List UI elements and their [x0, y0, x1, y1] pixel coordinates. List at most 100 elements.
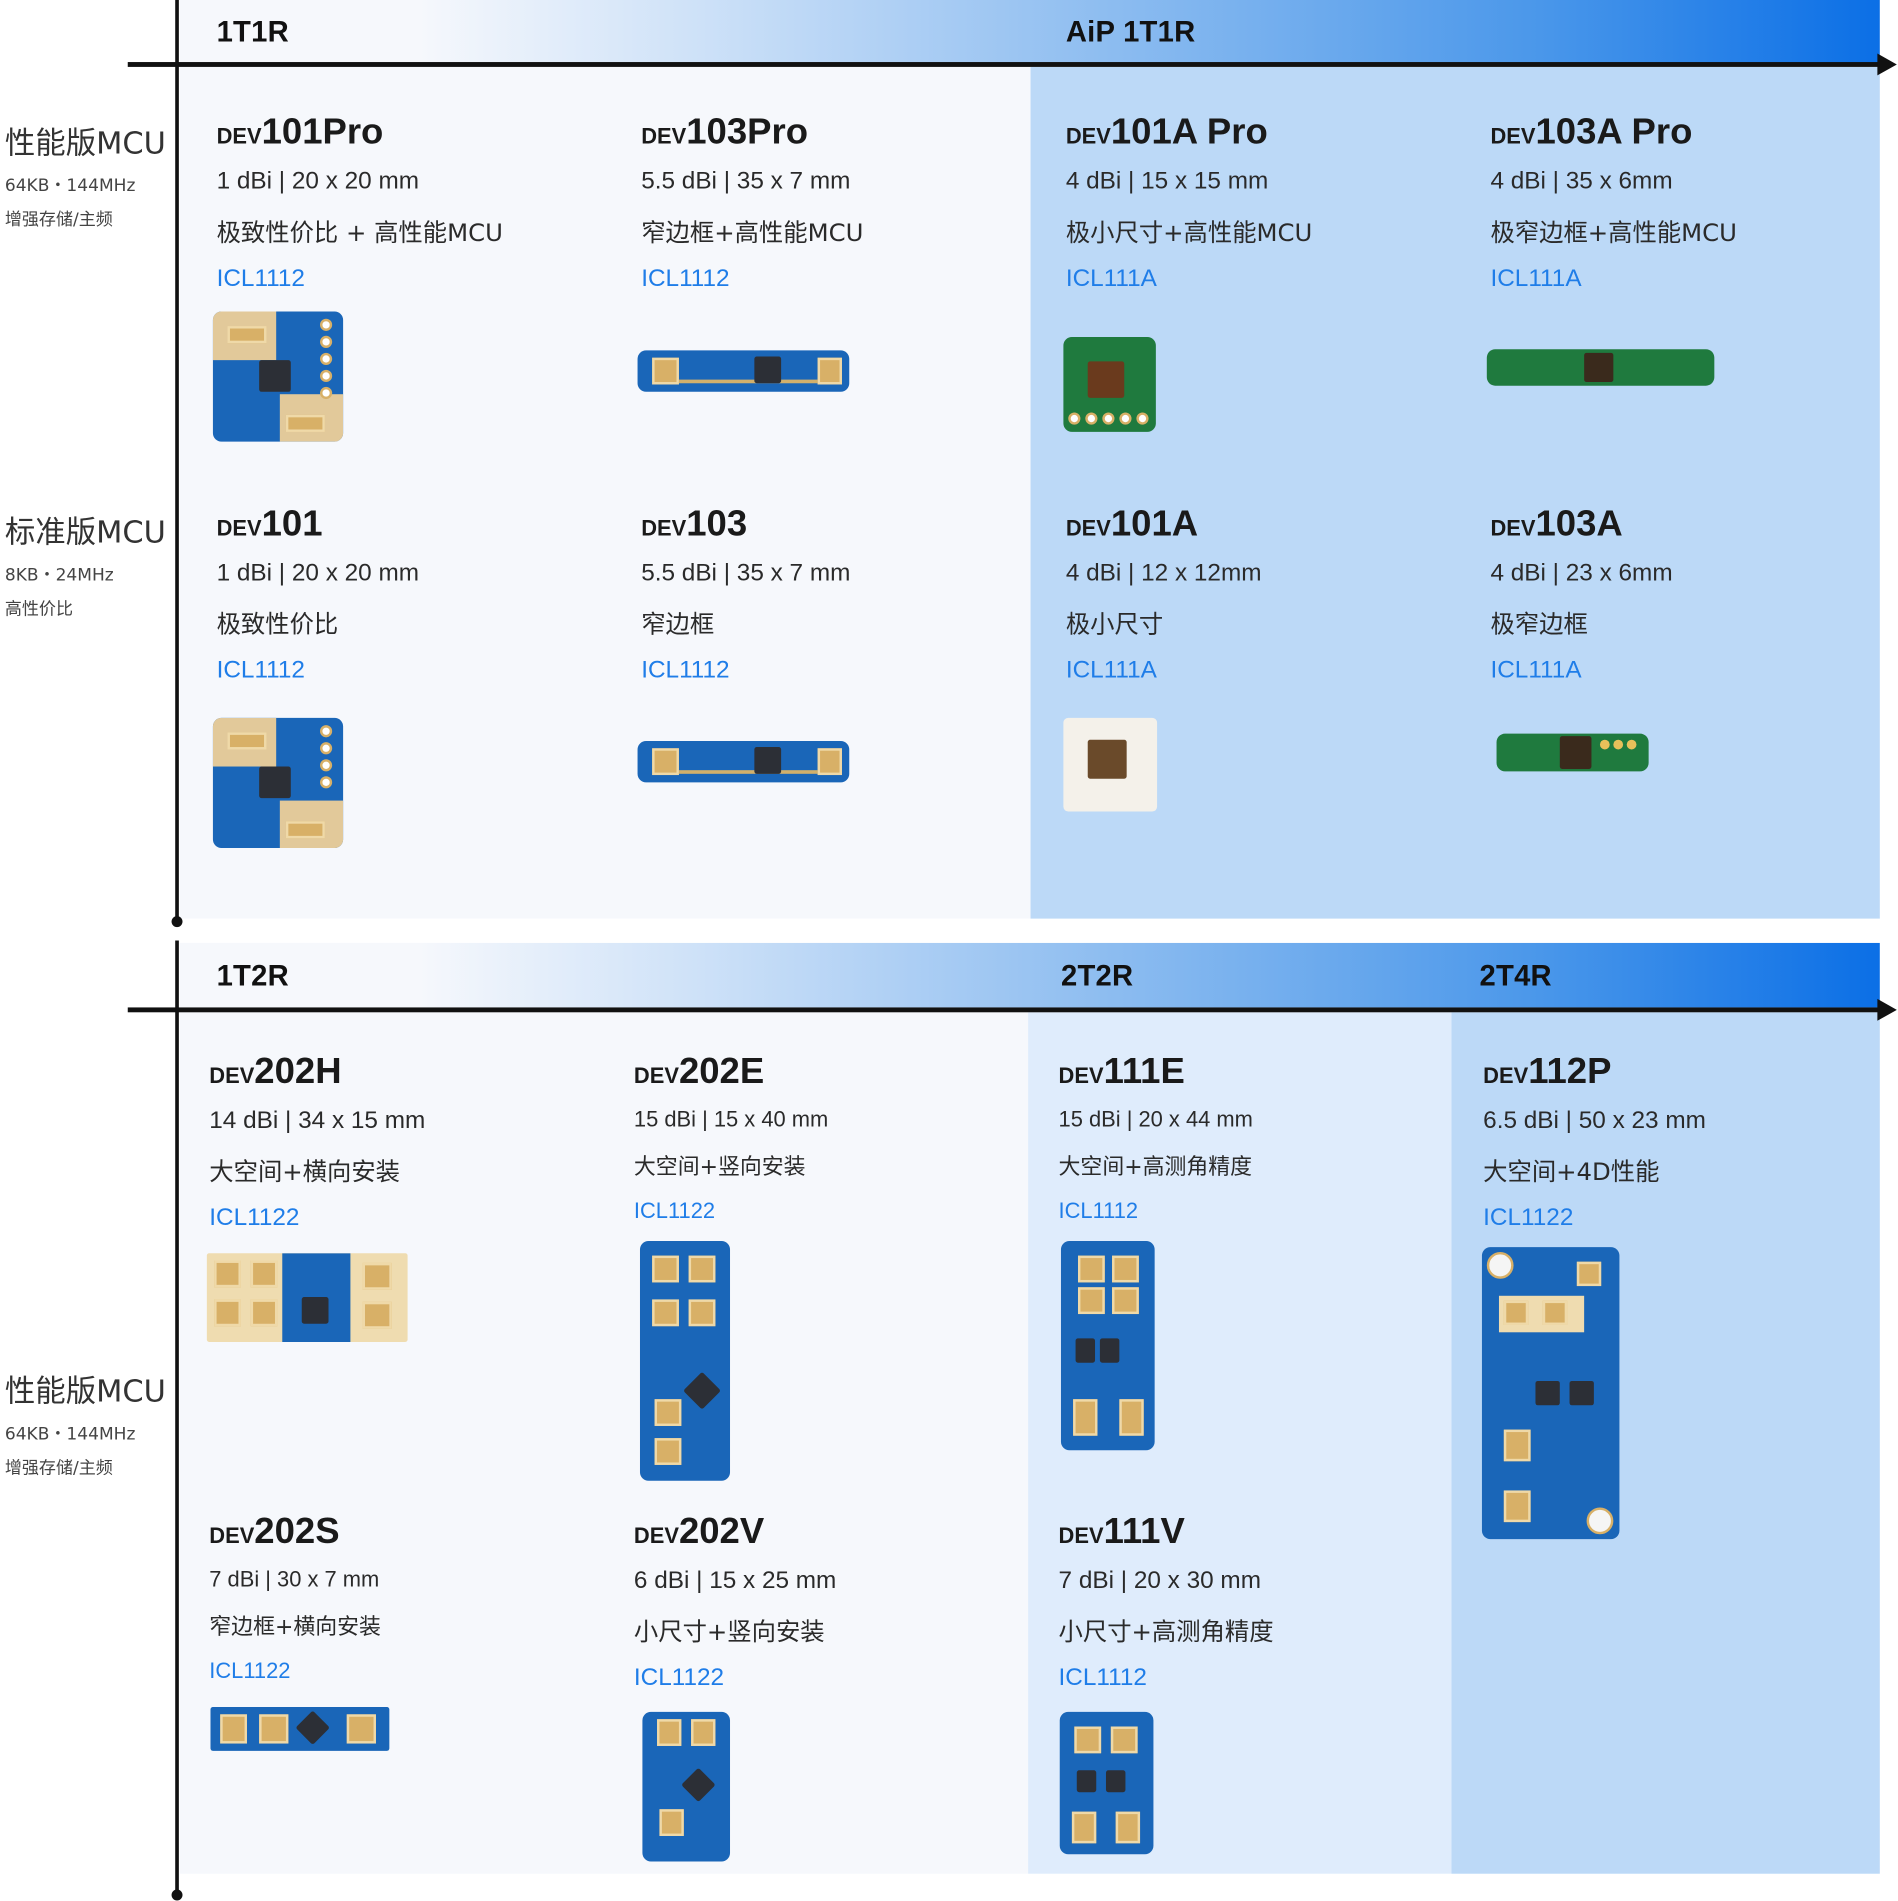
- pin-hole-icon: [319, 759, 333, 772]
- chip-link[interactable]: ICL1112: [641, 265, 730, 293]
- antenna-pad-icon: [1119, 1399, 1144, 1436]
- chip-link[interactable]: ICL1122: [209, 1658, 291, 1683]
- product-spec: 5.5 dBi | 35 x 7 mm: [641, 167, 851, 195]
- antenna-pad-icon: [652, 1299, 679, 1327]
- model-prefix: DEV: [1483, 1063, 1529, 1088]
- pin-hole-icon: [1068, 412, 1081, 425]
- ic-chip-icon: [1099, 1338, 1120, 1363]
- product-card-dev112p[interactable]: DEV112P 6.5 dBi | 50 x 23 mm 大空间+4D性能 IC…: [1483, 1053, 1885, 1233]
- row-title: 标准版MCU: [4, 514, 166, 550]
- product-name: DEV202H: [209, 1053, 611, 1091]
- model-number: 103A: [1535, 503, 1623, 544]
- axis-end-dot: [171, 916, 183, 928]
- product-spec: 15 dBi | 15 x 40 mm: [633, 1107, 829, 1132]
- antenna-pad-icon: [1503, 1490, 1531, 1523]
- chip-link[interactable]: ICL1112: [1058, 1198, 1139, 1223]
- antenna-pad-icon: [250, 1260, 278, 1288]
- bottom-horizontal-axis: [127, 998, 1897, 1021]
- chip-link[interactable]: ICL111A: [1065, 265, 1157, 293]
- antenna-pad-icon: [362, 1262, 392, 1290]
- chip-link[interactable]: ICL1122: [209, 1204, 300, 1232]
- model-number: 101Pro: [261, 111, 384, 153]
- antenna-pad-icon: [1071, 1811, 1097, 1844]
- product-card-dev202e[interactable]: DEV202E 15 dBi | 15 x 40 mm 大空间+竖向安装 ICL…: [633, 1051, 1036, 1224]
- board-image-dev101a: [1063, 717, 1158, 812]
- ic-chip-icon: [1087, 739, 1127, 779]
- board-image-dev202v: [642, 1711, 731, 1862]
- chip-link[interactable]: ICL111A: [1065, 657, 1157, 684]
- antenna-pad-icon: [1115, 1811, 1141, 1844]
- row-title: 性能版MCU: [4, 125, 166, 161]
- model-prefix: DEV: [209, 1063, 255, 1088]
- pin-hole-icon: [1613, 739, 1624, 750]
- top-category-band: [180, 0, 1880, 65]
- board-image-dev202s: [210, 1707, 390, 1751]
- product-card-dev103pro[interactable]: DEV103Pro 5.5 dBi | 35 x 7 mm 窄边框+高性能MCU…: [641, 114, 1043, 293]
- antenna-pad-icon: [1073, 1399, 1098, 1436]
- board-image-dev101pro: [212, 311, 344, 442]
- product-card-dev111e[interactable]: DEV111E 15 dBi | 20 x 44 mm 大空间+高测角精度 IC…: [1058, 1051, 1461, 1224]
- antenna-pad-icon: [1077, 1287, 1105, 1315]
- product-card-dev101pro[interactable]: DEV101Pro 1 dBi | 20 x 20 mm 极致性价比 + 高性能…: [217, 114, 619, 293]
- model-number: 111E: [1103, 1051, 1185, 1092]
- antenna-pad-icon: [1503, 1300, 1529, 1325]
- ic-chip-icon: [1105, 1770, 1126, 1793]
- chip-link[interactable]: ICL1112: [216, 265, 305, 293]
- antenna-pad-icon: [1112, 1255, 1139, 1283]
- product-card-dev101a-pro[interactable]: DEV101A Pro 4 dBi | 15 x 15 mm 极小尺寸+高性能M…: [1066, 114, 1468, 293]
- product-card-dev202h[interactable]: DEV202H 14 dBi | 34 x 15 mm 大空间+横向安装 ICL…: [209, 1053, 611, 1233]
- product-card-dev111v[interactable]: DEV111V 7 dBi | 20 x 30 mm 小尺寸+高测角精度 ICL…: [1058, 1513, 1461, 1693]
- product-card-dev101[interactable]: DEV101 1 dBi | 20 x 20 mm 极致性价比 ICL1112: [217, 506, 619, 685]
- pin-hole-icon: [1486, 1251, 1514, 1279]
- product-card-dev103[interactable]: DEV103 5.5 dBi | 35 x 7 mm 窄边框 ICL1112: [641, 506, 1043, 685]
- row-label-performance-mcu-bottom: 性能版MCU 64KB・144MHz 增强存储/主频: [5, 1368, 166, 1480]
- board-image-dev202h: [206, 1253, 408, 1343]
- ic-chip-icon: [1569, 1380, 1594, 1406]
- model-number: 101A: [1110, 503, 1199, 544]
- model-number: 202V: [678, 1511, 765, 1552]
- product-card-dev101a[interactable]: DEV101A 4 dBi | 12 x 12mm 极小尺寸 ICL111A: [1066, 506, 1468, 685]
- product-spec: 6 dBi | 15 x 25 mm: [633, 1567, 837, 1594]
- chip-link[interactable]: ICL111A: [1490, 657, 1582, 684]
- model-number: 202E: [678, 1051, 765, 1092]
- antenna-pad-icon: [1110, 1726, 1138, 1754]
- pin-hole-icon: [1626, 739, 1637, 750]
- product-spec: 4 dBi | 15 x 15 mm: [1065, 167, 1269, 195]
- chip-link[interactable]: ICL1122: [633, 1198, 716, 1223]
- product-spec: 5.5 dBi | 35 x 7 mm: [641, 559, 851, 587]
- top-horizontal-axis: [127, 53, 1897, 76]
- product-card-dev103a-pro[interactable]: DEV103A Pro 4 dBi | 35 x 6mm 极窄边框+高性能MCU…: [1490, 114, 1892, 293]
- antenna-pad-icon: [1112, 1287, 1139, 1315]
- product-card-dev103a[interactable]: DEV103A 4 dBi | 23 x 6mm 极窄边框 ICL111A: [1490, 506, 1892, 685]
- chip-link[interactable]: ICL1112: [641, 657, 730, 684]
- row-note: 高性价比: [4, 599, 74, 620]
- model-prefix: DEV: [1065, 515, 1111, 541]
- chip-link[interactable]: ICL111A: [1490, 265, 1582, 293]
- arrow-right-icon: [1877, 53, 1897, 76]
- antenna-pad-icon: [652, 1255, 679, 1283]
- ic-chip-icon: [1075, 1338, 1096, 1363]
- chip-link[interactable]: ICL1112: [1058, 1664, 1147, 1692]
- antenna-pad-icon: [657, 1719, 682, 1746]
- product-spec: 6.5 dBi | 50 x 23 mm: [1483, 1107, 1706, 1134]
- model-prefix: DEV: [633, 1523, 679, 1548]
- product-spec: 4 dBi | 23 x 6mm: [1490, 559, 1673, 587]
- product-card-dev202s[interactable]: DEV202S 7 dBi | 30 x 7 mm 窄边框+横向安装 ICL11…: [209, 1513, 611, 1684]
- product-feature: 极小尺寸: [1065, 609, 1164, 639]
- antenna-pad-icon: [214, 1299, 241, 1327]
- chip-link[interactable]: ICL1122: [633, 1664, 725, 1692]
- row-title: 性能版MCU: [4, 1373, 166, 1409]
- row-note: 增强存储/主频: [4, 1458, 113, 1479]
- board-image-dev101: [212, 717, 344, 849]
- product-feature: 极小尺寸+高性能MCU: [1065, 217, 1313, 247]
- chip-link[interactable]: ICL1122: [1483, 1204, 1574, 1232]
- pin-hole-icon: [319, 352, 333, 366]
- board-image-dev103: [637, 740, 850, 783]
- pin-hole-icon: [319, 742, 333, 755]
- product-card-dev202v[interactable]: DEV202V 6 dBi | 15 x 25 mm 小尺寸+竖向安装 ICL1…: [633, 1511, 1036, 1693]
- antenna-pad-icon: [362, 1301, 392, 1329]
- pin-hole-icon: [1599, 739, 1610, 750]
- chip-link[interactable]: ICL1112: [216, 657, 305, 684]
- model-number: 101A Pro: [1110, 111, 1268, 153]
- ic-chip-icon: [1076, 1770, 1097, 1793]
